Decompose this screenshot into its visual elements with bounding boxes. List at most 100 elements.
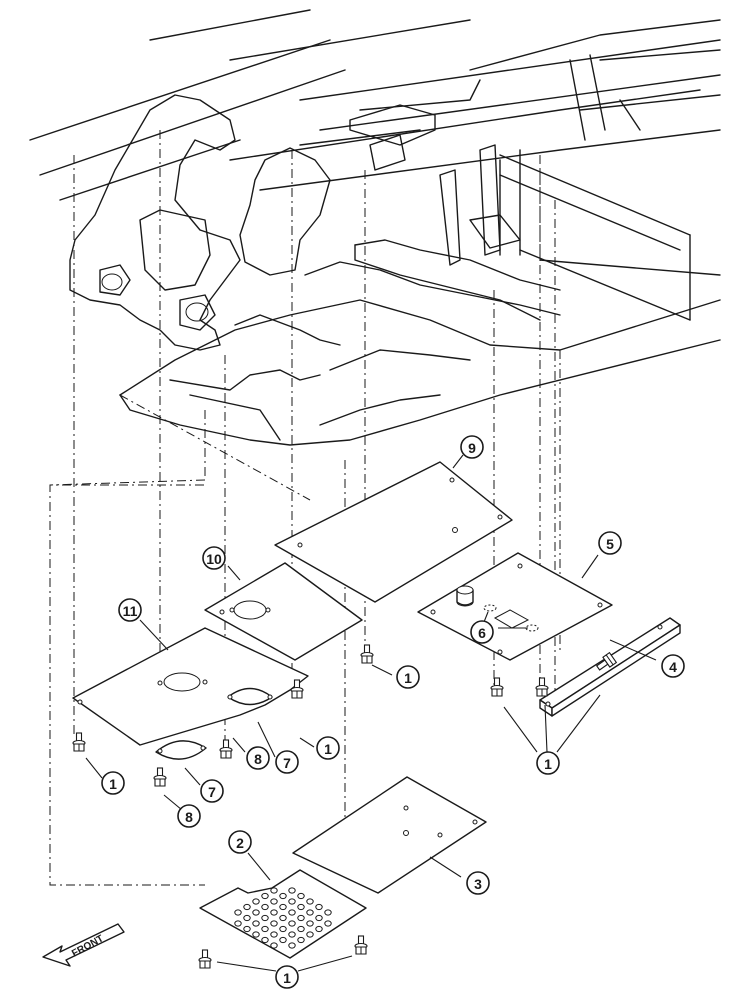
callout-circle [202, 546, 226, 570]
callout-label: 7 [208, 784, 216, 800]
bolt-icon [354, 935, 368, 955]
perforation-hole [261, 903, 269, 911]
callout-c8a: 8 [246, 746, 270, 770]
callout-c9: 9 [460, 435, 484, 459]
callout-label: 1 [109, 776, 117, 792]
callout-c10: 10 [202, 546, 226, 570]
callout-label: 1 [324, 741, 332, 757]
perforation-hole [243, 914, 251, 922]
perforation-hole [234, 909, 242, 916]
perforation-hole [288, 909, 296, 916]
callout-c4: 4 [661, 654, 685, 678]
perforation-hole [315, 903, 323, 911]
callout-circle [200, 779, 224, 803]
callout-c1e: 1 [275, 965, 299, 989]
plate-9 [274, 461, 513, 603]
plate-10 [204, 562, 363, 661]
callout-c7b: 7 [200, 779, 224, 803]
perforation-hole [324, 909, 332, 916]
perforation-hole [261, 914, 269, 922]
perforation-hole [261, 936, 269, 944]
callout-circle [470, 620, 494, 644]
bolt-icon [198, 949, 212, 969]
bolt-icon [153, 767, 167, 787]
callout-c8b: 8 [177, 804, 201, 828]
callout-circle [598, 531, 622, 555]
perforation-hole [270, 887, 278, 894]
perforation-hole [243, 903, 251, 911]
callout-circle [246, 746, 270, 770]
bolt-icon [490, 677, 504, 697]
front-arrow: FRONT [42, 923, 125, 967]
perforation-hole [261, 892, 269, 900]
callout-label: 2 [236, 835, 244, 851]
callout-c7a: 7 [275, 750, 299, 774]
callout-circle [275, 750, 299, 774]
callout-c1a: 1 [396, 665, 420, 689]
callout-label: 5 [606, 536, 614, 552]
plate-11 [72, 627, 309, 746]
bolt-icon [595, 651, 618, 671]
callout-circle [275, 965, 299, 989]
perforation-hole [324, 920, 332, 927]
perforation-hole [288, 887, 296, 894]
perforation-hole [279, 925, 287, 933]
perforation-hole [279, 892, 287, 900]
callout-c3: 3 [466, 871, 490, 895]
callout-circle [460, 435, 484, 459]
callout-circle [118, 598, 142, 622]
plate-3 [292, 776, 487, 894]
perforation-hole [306, 909, 314, 916]
callout-label: 3 [474, 876, 482, 892]
callout-label: 4 [669, 659, 677, 675]
callout-c1b: 1 [316, 736, 340, 760]
callout-circle [228, 830, 252, 854]
plate-2 [199, 869, 367, 959]
callout-c6: 6 [470, 620, 494, 644]
perforation-hole [306, 931, 314, 938]
perforation-hole [297, 914, 305, 922]
callout-label: 6 [478, 625, 486, 641]
callout-c2: 2 [228, 830, 252, 854]
perforation-hole [297, 925, 305, 933]
callout-label: 8 [185, 809, 193, 825]
perforation-hole [252, 898, 260, 905]
perforation-hole [243, 925, 251, 933]
callout-label: 1 [283, 970, 291, 986]
callout-c1d: 1 [536, 751, 560, 775]
gasket-7-lower [155, 740, 207, 760]
perforations [234, 887, 332, 949]
perforation-hole [297, 892, 305, 900]
callout-circle [466, 871, 490, 895]
perforation-hole [270, 909, 278, 916]
callout-c11: 11 [118, 598, 142, 622]
callout-c1c: 1 [101, 771, 125, 795]
callout-circle [316, 736, 340, 760]
plate-5 [417, 552, 613, 661]
bolt-icon [535, 677, 549, 697]
perforation-hole [288, 931, 296, 938]
bolt-icon [290, 679, 304, 699]
perforation-hole [315, 914, 323, 922]
callout-label: 7 [283, 755, 291, 771]
perforation-hole [306, 920, 314, 927]
perforation-hole [261, 925, 269, 933]
perforation-hole [297, 903, 305, 911]
gasket-7-upper [227, 687, 273, 706]
perforation-hole [252, 931, 260, 938]
perforation-hole [270, 898, 278, 905]
perforation-hole [252, 909, 260, 916]
callout-circle [177, 804, 201, 828]
callout-label: 9 [468, 440, 476, 456]
callout-c5: 5 [598, 531, 622, 555]
callout-circle [661, 654, 685, 678]
perforation-hole [306, 898, 314, 905]
callout-label: 1 [404, 670, 412, 686]
perforation-hole [315, 925, 323, 933]
perforation-hole [234, 920, 242, 927]
callout-label: 10 [206, 551, 222, 567]
perforation-hole [288, 920, 296, 927]
